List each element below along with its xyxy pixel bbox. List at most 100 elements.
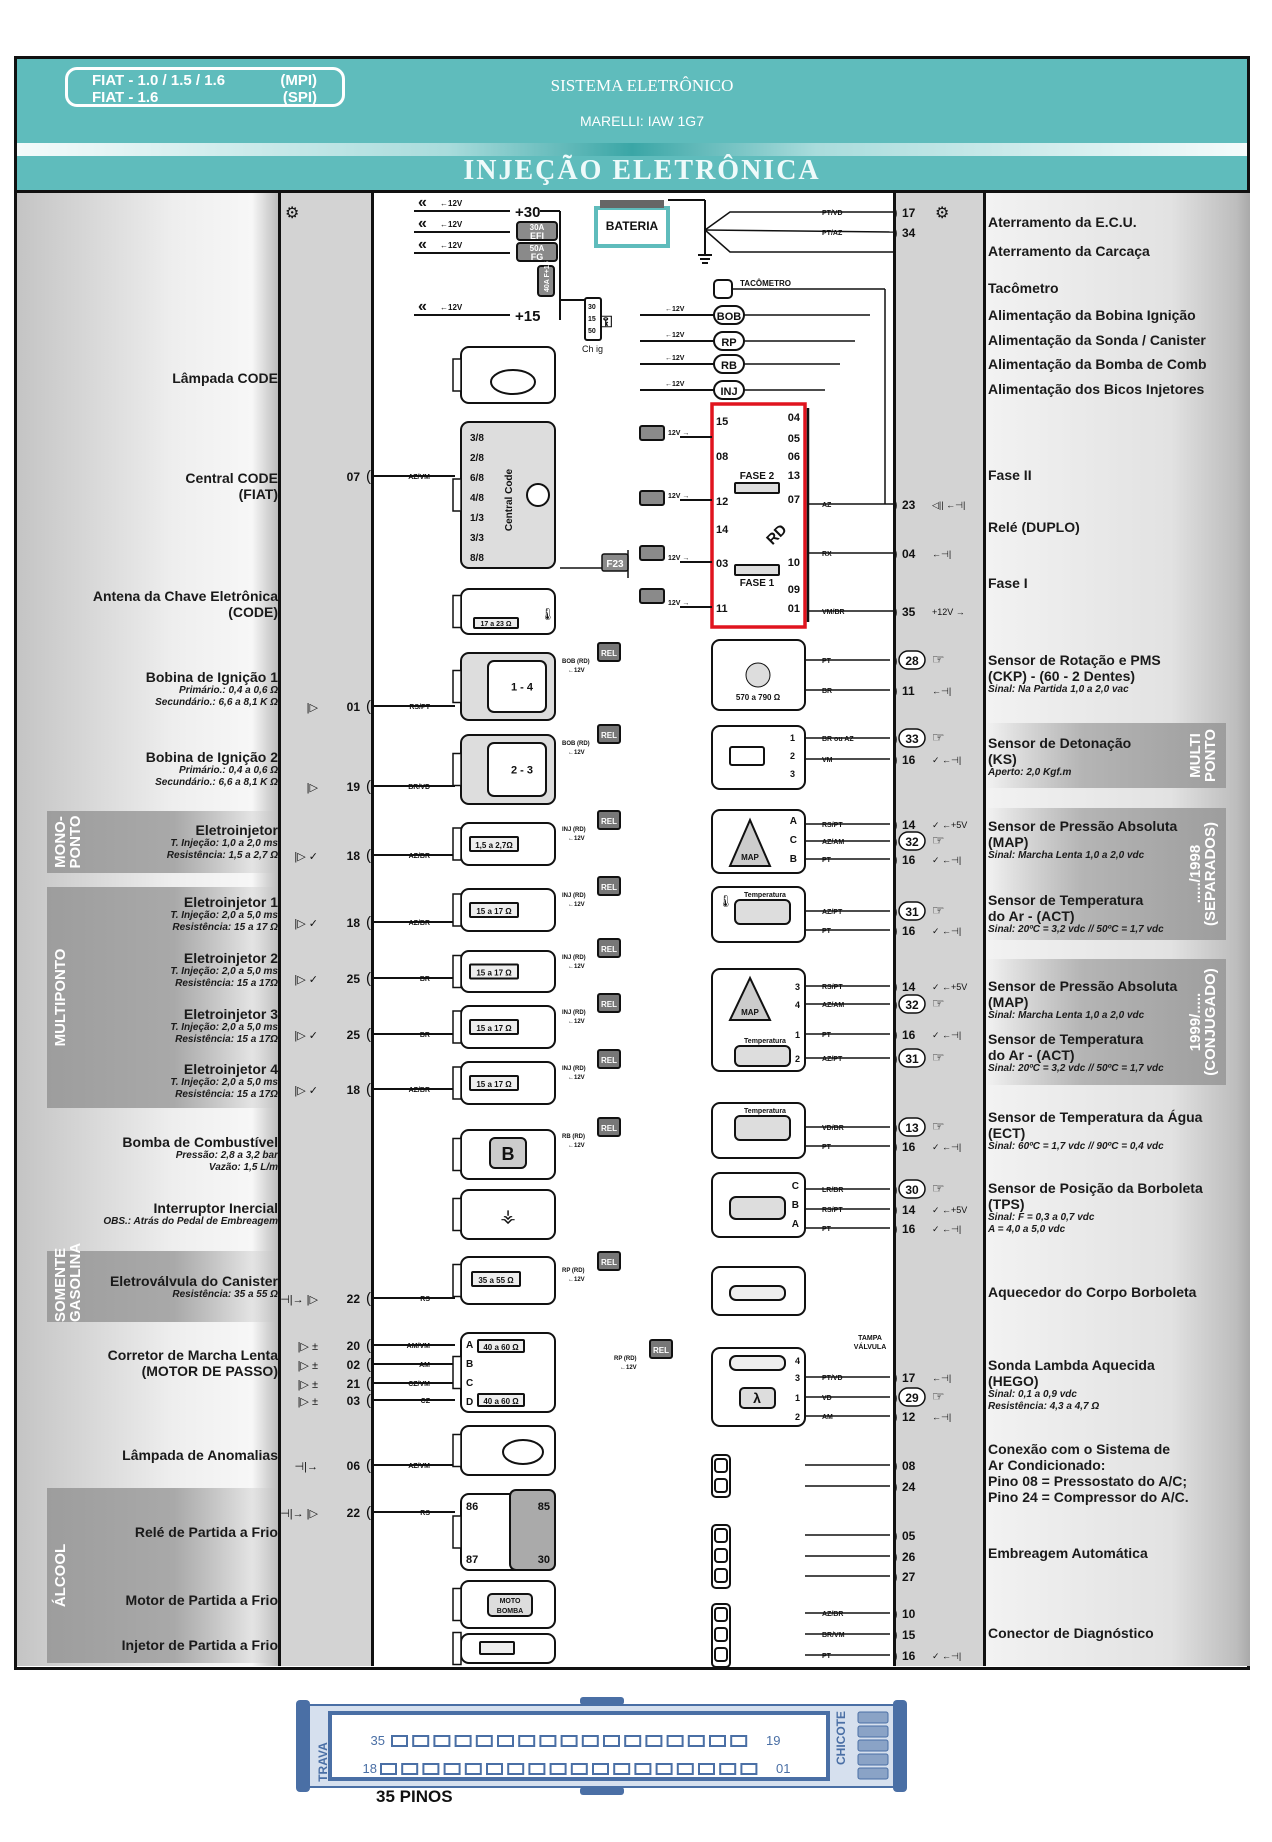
pin-socket: ( (366, 698, 371, 715)
relay-pin: 09 (788, 584, 800, 596)
key-icon: ⚿ (600, 314, 612, 331)
wire-color-label: RS/PT (409, 704, 430, 711)
lamp-icon (490, 369, 536, 395)
pump-motor (489, 1137, 527, 1169)
thermistor (734, 899, 791, 925)
ks-icon (729, 746, 765, 766)
central-code-pin: 8/8 (470, 553, 484, 564)
rel-tag (649, 1339, 673, 1359)
fuse-efi (639, 545, 665, 561)
voltage-label: 12V → (668, 600, 689, 607)
label-title: (TPS) (988, 1196, 1025, 1212)
pin-symbol: ☞ (932, 995, 945, 1011)
switch-icon: ⚶ (500, 1206, 515, 1226)
voltage-label: 12V → (668, 430, 689, 437)
connector-pin (645, 1735, 663, 1747)
central-code-pin: 1/3 (470, 513, 484, 524)
right-label: Alimentação da Bobina Ignição (988, 307, 1196, 323)
pin-symbol: |▷ ✓ (294, 918, 318, 930)
wire-color-label: AZ (822, 502, 832, 509)
connector-plug (452, 1197, 462, 1232)
label-spec: Resistência: 1,5 a 2,7 Ω (166, 850, 278, 861)
stepper-pin: B (466, 1359, 473, 1370)
pin-socket: ( (366, 1081, 371, 1098)
connector-key (580, 1787, 624, 1795)
ckp-resistance: 570 a 790 Ω (736, 693, 781, 702)
ignition-pin: 50 (588, 328, 596, 335)
model-name: FIAT - 1.6 (92, 89, 159, 106)
fuse-efi (639, 425, 665, 441)
plus30-label: +30 (515, 204, 540, 221)
wire-color-label: BR (420, 976, 430, 983)
connector-pin (507, 1763, 525, 1775)
connector-pin (709, 1735, 726, 1747)
pin-socket: ) (893, 1201, 898, 1217)
pin-symbol: ←⊣| (932, 549, 951, 559)
motor-body (487, 1593, 533, 1617)
rel-feed-label: INJ (RD) (562, 1066, 586, 1072)
transistor-icon (526, 483, 550, 507)
pin-socket: ) (893, 204, 898, 220)
label-spec: OBS.: Atrás do Pedal de Embreagem (103, 1216, 278, 1227)
right-label: Aterramento da E.C.U. (988, 214, 1137, 230)
label-title: Conector de Diagnóstico (988, 1625, 1154, 1641)
label-title: Bobina de Ignição 1 (145, 669, 278, 685)
antenna-coil (473, 617, 519, 629)
injector-resistance: 1,5 a 2,7Ω (475, 841, 513, 850)
voltage-label: 12V → (668, 493, 689, 500)
left-label: Motor de Partida a Frio (126, 1592, 278, 1608)
right-label: Alimentação dos Bicos Injetores (988, 381, 1204, 397)
central-code-pin: 6/8 (470, 473, 484, 484)
label-spec: T. Injeção: 2,0 a 5,0 ms (170, 1022, 278, 1033)
map-icon (728, 975, 772, 1021)
label-title: do Ar - (ACT) (988, 908, 1075, 924)
header-stripe (17, 143, 1247, 156)
voltage-label: ←12V (665, 306, 685, 313)
pin-symbol: |▷ ✓ (294, 974, 318, 986)
model-type: (SPI) (282, 89, 317, 106)
voltage-label: ←12V (568, 964, 585, 970)
plus15-label: +15 (515, 308, 540, 325)
relay-pin: 06 (788, 451, 800, 463)
motor-label: BOMBA (497, 1608, 523, 1615)
phase-2-resistor (734, 482, 780, 494)
voltage-label: ←12V (568, 750, 585, 756)
connector-pin (687, 1735, 705, 1747)
fuse-name: EFI (530, 231, 544, 241)
pin-socket: ) (893, 652, 898, 668)
connector-pin (666, 1735, 684, 1747)
pin-symbol: ☞ (932, 651, 945, 667)
label-title: Aterramento da Carcaça (988, 243, 1150, 259)
injector-coil (469, 836, 519, 852)
wire-color-label: RS/PT (822, 822, 843, 829)
connector-pin (560, 1735, 578, 1747)
stepper-coil (477, 1339, 525, 1353)
ground-wire (704, 229, 893, 253)
label-title: Fase II (988, 467, 1032, 483)
connector-caption: 35 PINOS (376, 1787, 453, 1806)
central-code-pin: 2/8 (470, 453, 484, 464)
wire-color-label: LR/BR (822, 1187, 843, 1194)
label-spec: Aperto: 2,0 Kgf.m (988, 767, 1072, 778)
label-spec: Sinal: 20ºC = 3,2 vdc // 50ºC = 1,7 vdc (988, 924, 1164, 935)
wire-color-label: AM/VM (407, 1343, 431, 1350)
label-title: Alimentação da Sonda / Canister (988, 332, 1206, 348)
right-pin-number: 08 (902, 1459, 916, 1473)
connector-plug (452, 1587, 462, 1622)
harness-wire (857, 1753, 889, 1766)
wire-color-label: CZ/VM (408, 1381, 430, 1388)
voltage-label: ←12V (440, 220, 463, 229)
wire-color-label: AZ/PT (822, 909, 843, 916)
voltage-label: 12V → (668, 555, 689, 562)
map-act-pin: 2 (795, 1054, 800, 1064)
map-pin: C (790, 835, 797, 846)
right-pin-number: 16 (902, 753, 916, 767)
injector-resistance: 15 a 17 Ω (476, 907, 512, 916)
connector-pin (518, 1735, 536, 1747)
label-spec: T. Injeção: 1,0 a 2,0 ms (170, 838, 278, 849)
pin-socket: ( (366, 1356, 371, 1373)
